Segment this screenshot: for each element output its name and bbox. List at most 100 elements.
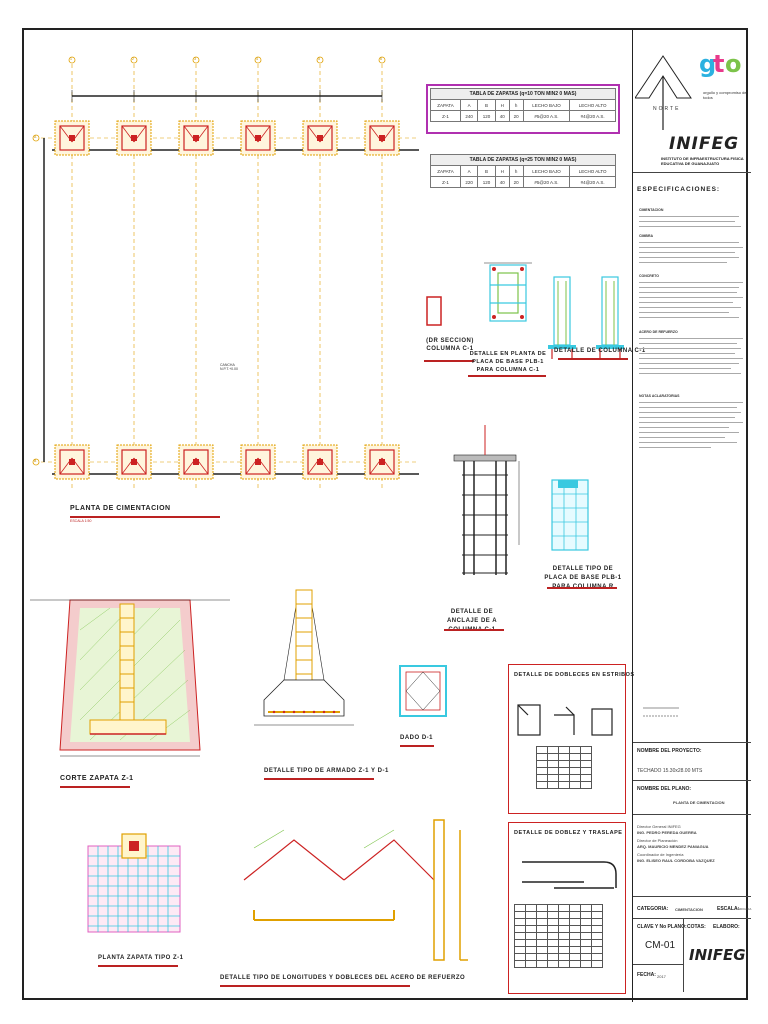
proyecto-value: TECHADO 15.30x28.00 MTS — [637, 768, 703, 774]
gto-tagline: orgullo y compromiso de todos — [703, 90, 747, 100]
escala-label: ESCALA: — [717, 906, 740, 912]
firma-2-role: Director de Planeación — [637, 838, 678, 843]
categoria-value: CIMENTACION — [675, 907, 703, 912]
traslape-table — [514, 904, 603, 968]
dado-drawing — [399, 665, 447, 717]
spec-section: CIMBRA — [639, 234, 653, 238]
table-cell: 240 — [459, 110, 479, 122]
clave-label: CLAVE Y No PLANO: — [637, 924, 687, 930]
table-header: LECHO ALTO — [569, 165, 616, 177]
firma-3-role: Coordinador de Ingeniería — [637, 852, 684, 857]
title-underline — [60, 786, 130, 788]
plan-center-note: CANCHA N.P.T.+0.00 — [220, 363, 238, 371]
title-underline — [70, 516, 220, 518]
table-cell: #5@20 A.S. — [522, 110, 571, 122]
legend-drawing — [643, 707, 679, 717]
spec-section: CIMENTACION — [639, 208, 664, 212]
table-header: LECHO ALTO — [569, 99, 616, 111]
title-underline — [558, 358, 628, 360]
longitudes-label: DETALLE TIPO DE LONGITUDES Y DOBLECES DE… — [220, 975, 466, 981]
grid-label-6: 6 — [380, 57, 382, 61]
grid-label-a: A — [34, 135, 37, 139]
grid-label-5: 5 — [318, 57, 320, 61]
cotas-label: COTAS: — [687, 924, 706, 930]
table-header: H — [494, 165, 510, 177]
table-cell: Z-1 — [430, 176, 461, 188]
spec-section: NOTAS ACLARATORIAS — [639, 394, 680, 398]
gto-logo-icon: g t o — [699, 50, 742, 78]
grid-label-2: 2 — [132, 57, 134, 61]
divider — [633, 172, 751, 173]
categoria-label: CATEGORIA: — [637, 906, 669, 912]
fecha-label: FECHA: — [637, 972, 656, 978]
firma-1-name: ING. PEDRO PEREDA GUERRA — [637, 830, 697, 835]
title-underline — [264, 778, 374, 780]
table-cell: Z-1 — [430, 110, 461, 122]
north-label: NORTE — [653, 106, 681, 112]
table-header: ZAPATA — [430, 165, 461, 177]
firma-3-name: ING. ELISEO RAUL CORDOBA VAZQUEZ — [637, 858, 715, 863]
spec-section: CONCRETO — [639, 274, 659, 278]
spec-section: ACERO DE REFUERZO — [639, 330, 678, 334]
table-header: A — [459, 99, 479, 111]
dobleces-panel — [508, 664, 626, 814]
inifeg-footer-logo: INIFEG — [689, 946, 746, 964]
table-cell: 40 — [494, 110, 510, 122]
firma-2-name: ARQ. MAURICIO MENDEZ PANIAGUA — [637, 844, 709, 849]
traslape-drawing — [522, 861, 617, 889]
table-frame-1 — [426, 84, 620, 134]
foundation-plan — [32, 56, 419, 490]
estribos-drawing — [517, 704, 613, 736]
tipo-placa-drawing — [551, 479, 589, 551]
dado-label: DADO D-1 — [400, 735, 434, 741]
grid-label-b: B — [34, 459, 37, 463]
anclaje-drawing — [453, 425, 520, 575]
table-header: B — [477, 165, 496, 177]
grid-label-1: 1 — [70, 57, 72, 61]
plano-value: PLANTA DE CIMENTACION — [673, 800, 725, 805]
title-underline — [547, 587, 617, 589]
title-underline — [220, 985, 410, 987]
elaboro-label: ELABORO: — [713, 924, 740, 930]
escala-value: INDICADA — [737, 907, 752, 911]
table-title: TABLA DE ZAPATAS (q=10 TON MIN2 0 MAS) — [430, 88, 616, 100]
doblez-traslape-label: DETALLE DE DOBLEZ Y TRASLAPE — [514, 830, 623, 836]
title-underline — [400, 745, 434, 747]
title-underline — [98, 965, 178, 967]
firma-1-role: Director General INIFEG — [637, 824, 681, 829]
table-cell: 120 — [477, 176, 496, 188]
planta-zapata-label: PLANTA ZAPATA TIPO Z-1 — [98, 955, 184, 961]
armado-drawing — [254, 589, 354, 726]
table-header: h — [508, 165, 524, 177]
seccion-columna-label: (DR SECCION) COLUMNA C-1 — [426, 338, 474, 352]
inifeg-logo: INIFEG — [669, 134, 740, 154]
scale-note: ESCALA 1:50 — [70, 519, 92, 523]
specs-title: ESPECIFICACIONES: — [637, 186, 721, 193]
table-cell: 120 — [477, 110, 496, 122]
planta-zapata-drawing — [87, 833, 181, 933]
table-header: ZAPATA — [430, 99, 461, 111]
inifeg-full-name: INSTITUTO DE INFRAESTRUCTURA FISICA EDUC… — [661, 156, 744, 166]
table-header: A — [459, 165, 479, 177]
title-underline — [468, 375, 546, 377]
table-cell: 220 — [459, 176, 479, 188]
table-header: H — [494, 99, 510, 111]
zapata-table-2: TABLA DE ZAPATAS (q=25 TON MIN2 0 MAS) Z… — [430, 154, 616, 188]
table-cell: 20 — [508, 110, 524, 122]
zapata-table-1: TABLA DE ZAPATAS (q=10 TON MIN2 0 MAS) Z… — [430, 88, 616, 122]
armado-label: DETALLE TIPO DE ARMADO Z-1 Y D-1 — [264, 768, 389, 774]
table-header: h — [508, 99, 524, 111]
title-underline — [424, 360, 474, 362]
svg-text:o: o — [725, 50, 742, 78]
table-header: LECHO BAJO — [522, 165, 571, 177]
estribos-table — [536, 746, 592, 789]
traslape-panel — [508, 822, 626, 994]
grid-label-3: 3 — [194, 57, 196, 61]
plano-number: CM-01 — [645, 940, 676, 951]
north-arrow-icon — [635, 55, 692, 130]
table-cell: #5@20 A.S. — [522, 176, 571, 188]
table-header: LECHO BAJO — [522, 99, 571, 111]
table-cell: 40 — [494, 176, 510, 188]
table-cell: 20 — [508, 176, 524, 188]
table-title: TABLA DE ZAPATAS (q=25 TON MIN2 0 MAS) — [430, 154, 616, 166]
